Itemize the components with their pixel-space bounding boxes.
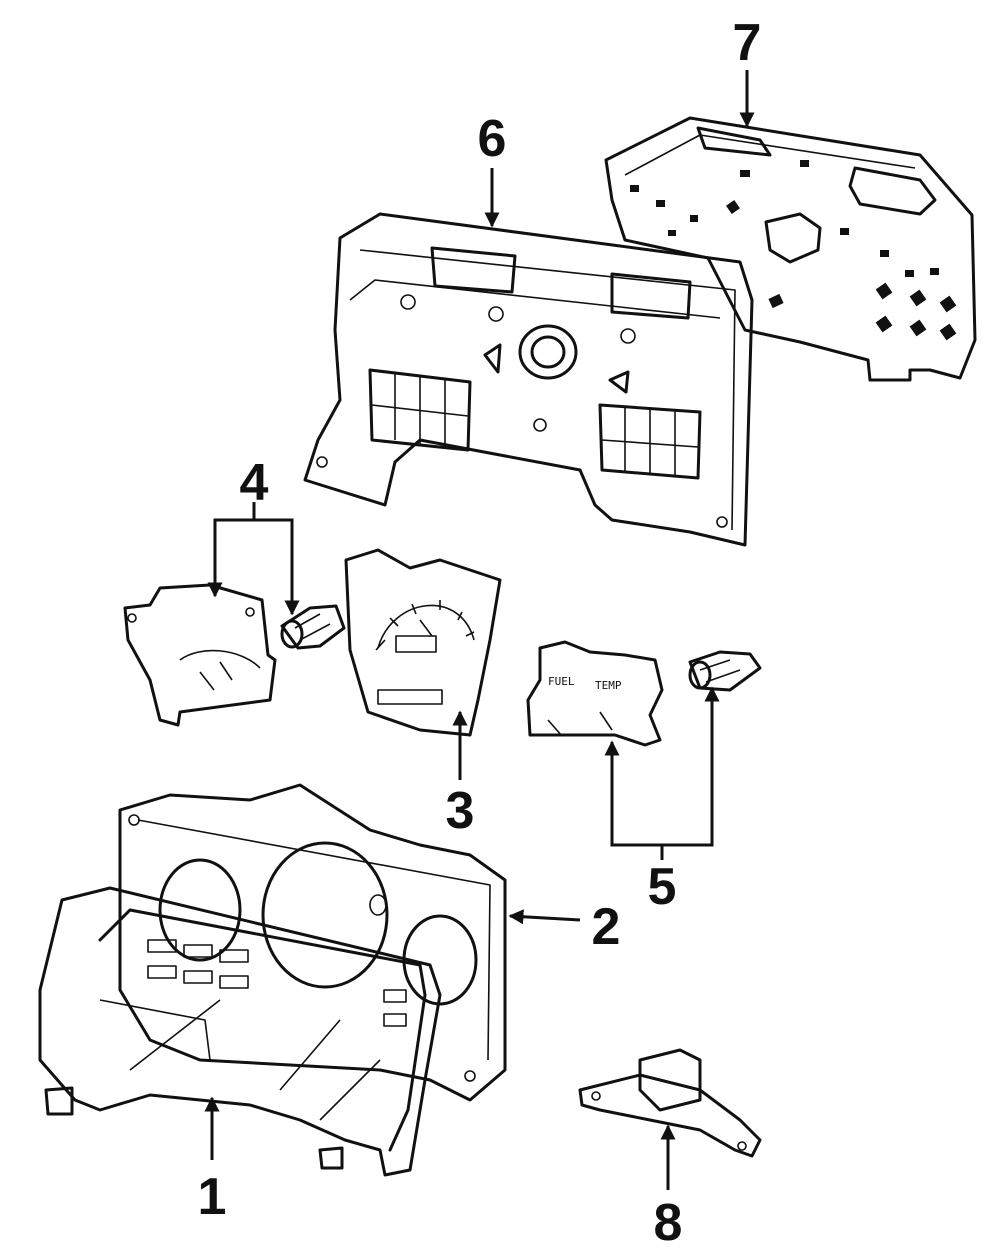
leader-2	[508, 909, 581, 925]
callout-numbers: 1 2 3 4 5 6 7 8	[198, 14, 762, 1252]
callout-3: 3	[446, 782, 475, 840]
fuel-temp-gauge-illustration: FUEL TEMP	[526, 640, 762, 747]
callout-6: 6	[478, 110, 507, 168]
callout-2: 2	[592, 898, 621, 956]
temp-label: TEMP	[595, 679, 622, 692]
bracket-illustration	[578, 1048, 762, 1158]
cluster-housing-illustration	[303, 212, 754, 547]
callout-7: 7	[733, 14, 762, 72]
leader-lines	[204, 70, 755, 1190]
fuel-label: FUEL	[548, 675, 575, 688]
left-gauge-illustration	[123, 583, 346, 727]
circuit-board-illustration	[604, 116, 977, 382]
callout-8: 8	[654, 1194, 683, 1252]
bezel-illustration	[38, 886, 442, 1177]
callout-5: 5	[648, 858, 677, 916]
speedometer-illustration	[344, 548, 502, 737]
callout-4: 4	[240, 454, 269, 512]
leader-5-bracket	[610, 690, 714, 847]
callout-1: 1	[198, 1168, 227, 1226]
